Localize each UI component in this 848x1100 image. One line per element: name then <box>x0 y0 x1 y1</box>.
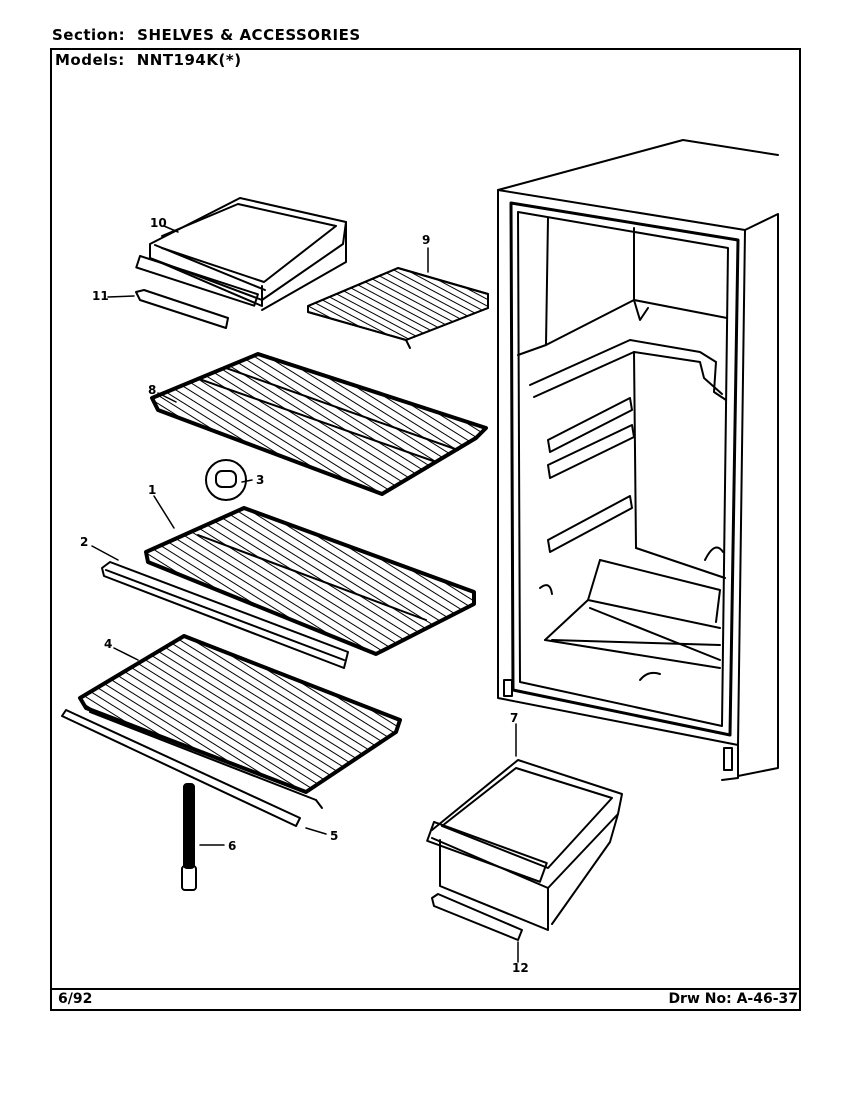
models-heading: Models: NNT194K(*) <box>55 51 242 69</box>
callout-4: 4 <box>104 637 112 651</box>
section-label: Section: <box>52 26 126 44</box>
section-value: SHELVES & ACCESSORIES <box>137 26 361 44</box>
part-1-wire-shelf <box>144 506 476 656</box>
callout-1: 1 <box>148 483 156 497</box>
part-12-crisper-strip <box>431 893 523 941</box>
models-label: Models: <box>55 51 125 69</box>
callout-6: 6 <box>228 839 236 853</box>
part-10-freezer-tray <box>135 197 347 311</box>
footer-drawing-number: Drw No: A-46-37 <box>668 991 798 1007</box>
part-7-crisper-drawer <box>426 759 623 931</box>
callout-11: 11 <box>92 289 109 303</box>
part-11-tray-strip <box>135 289 229 329</box>
callout-9: 9 <box>422 233 430 247</box>
callout-10: 10 <box>150 216 167 230</box>
drawing-frame <box>50 48 801 1011</box>
part-6-support-post <box>181 783 197 891</box>
part-4-wire-shelf <box>78 634 402 809</box>
part-9-freezer-shelf <box>307 267 489 349</box>
part-2-shelf-trim <box>101 561 349 669</box>
callout-2: 2 <box>80 535 88 549</box>
refrigerator-cabinet <box>497 139 779 781</box>
part-5-shelf-rod <box>61 709 301 827</box>
callout-7: 7 <box>510 711 518 725</box>
footer-date: 6/92 <box>58 991 93 1007</box>
callout-3: 3 <box>256 473 264 487</box>
part-3-roller <box>205 459 247 501</box>
section-heading: Section: SHELVES & ACCESSORIES <box>52 26 361 44</box>
part-8-wire-shelf <box>150 352 488 496</box>
leader-lines <box>91 225 519 963</box>
footer-divider <box>50 988 801 990</box>
callout-8: 8 <box>148 383 156 397</box>
callout-12: 12 <box>512 961 529 975</box>
models-value: NNT194K(*) <box>136 51 242 69</box>
callout-5: 5 <box>330 829 338 843</box>
